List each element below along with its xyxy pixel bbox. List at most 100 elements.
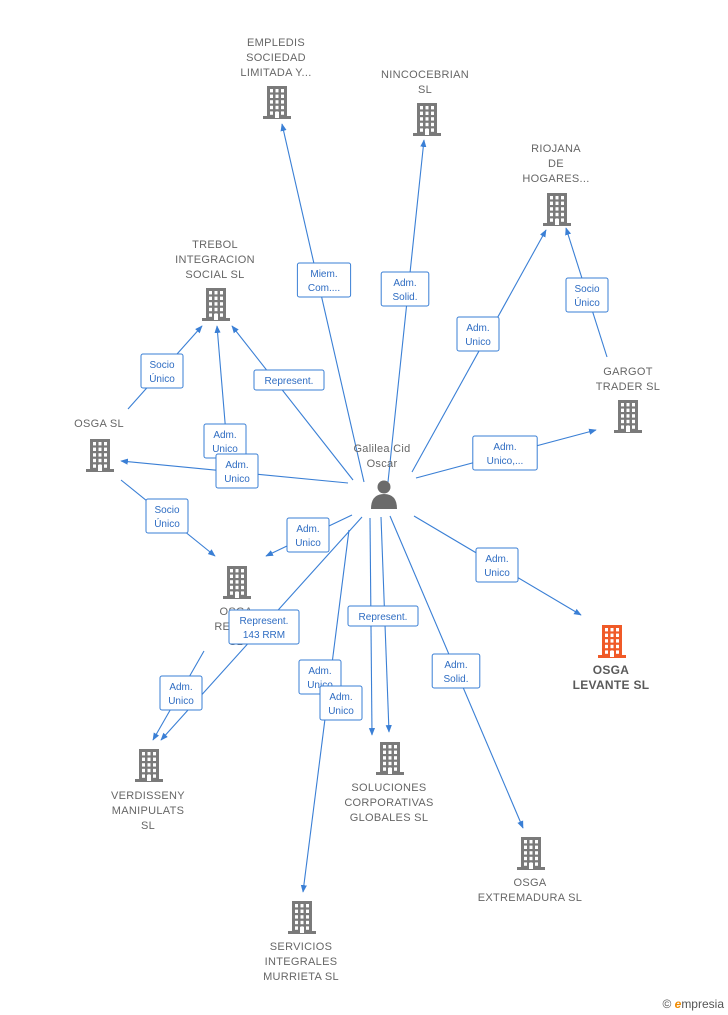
edge-label-text: Unico [328, 706, 354, 717]
company-label: RIOJANA [531, 143, 581, 155]
company-label: MANIPULATS [112, 805, 184, 817]
company-label: SOCIEDAD [246, 52, 306, 64]
edge-label[interactable]: Represent.143 RRM [228, 609, 300, 645]
edge-label-box [431, 653, 481, 689]
edge-label-box [565, 277, 609, 313]
edge-label[interactable]: Adm. Unico [319, 685, 363, 721]
edge-label-text: Único [574, 296, 600, 309]
company-label: VERDISSENY [111, 790, 185, 802]
edge-label-text: Unico [465, 337, 491, 348]
edge-label-text: Único [154, 517, 180, 530]
person-label: Galilea Cid [353, 443, 410, 455]
company-label: NINCOCEBRIAN [381, 69, 469, 81]
brand-initial: e [674, 997, 682, 1011]
edge-label-box [296, 262, 352, 298]
company-label: TREBOL [192, 239, 238, 251]
building-icon [413, 103, 441, 136]
edge-label-box [475, 547, 519, 583]
edge-label-text: Adm. [393, 278, 416, 289]
edge-label-text: Adm. [213, 430, 236, 441]
company-node-riojana[interactable]: RIOJANA DE HOGARES... [522, 143, 589, 226]
edge-label-text: Adm. [444, 660, 467, 671]
building-icon [614, 400, 642, 433]
edge-label-text: Unico [168, 696, 194, 707]
building-icon [517, 837, 545, 870]
person-label: Oscar [367, 458, 398, 470]
company-label: SOCIAL SL [185, 269, 244, 281]
edge-label[interactable]: Represent. [253, 369, 325, 391]
company-label: SOLUCIONES [351, 782, 426, 794]
edge-label-text: Unico [212, 444, 238, 455]
company-label: GARGOT [603, 366, 652, 378]
building-icon [543, 193, 571, 226]
edge-label-text: Unico [307, 680, 333, 691]
edge-label-text: Solid. [443, 674, 468, 685]
edge-label-text: Adm. [485, 554, 508, 565]
edge-label[interactable]: Adm. Unico [456, 316, 500, 352]
edge-label-box [380, 271, 430, 307]
edge-labels-layer: Miem.Com....Adm.Solid.Adm.UnicoSocioÚnic… [140, 262, 609, 721]
edge-label[interactable]: Miem. Com.... [296, 262, 352, 298]
edge-label[interactable]: Adm. Unico [203, 423, 247, 459]
building-icon [263, 86, 291, 119]
company-label: INTEGRALES [265, 956, 338, 968]
company-label: DE [548, 158, 564, 170]
edge-label[interactable]: Represent. [347, 605, 419, 627]
edge-label-text: Adm. [308, 666, 331, 677]
edge-label[interactable]: Adm.Unico [286, 517, 330, 553]
edge-label-text: Represent. [359, 612, 408, 623]
edge-label-text: Adm. [466, 323, 489, 334]
edge-label[interactable]: Adm. Unico [475, 547, 519, 583]
watermark: © empresia [662, 997, 724, 1011]
edge-label-box [215, 453, 259, 489]
brand-name: mpresia [681, 997, 724, 1011]
company-label: LEVANTE SL [573, 678, 650, 692]
edge-label-box [472, 435, 538, 471]
edge-label[interactable]: Adm.Unico,... [472, 435, 538, 471]
edge-galilea-to-empledis [280, 123, 365, 483]
edge-label[interactable]: Adm.Unico [215, 453, 259, 489]
edge-label-text: Socio [149, 360, 174, 371]
copyright-symbol: © [662, 997, 672, 1011]
edge-label-text: Unico [484, 568, 510, 579]
company-label: OSGA [514, 877, 547, 889]
building-icon [202, 288, 230, 321]
edge-label-text: Adm. [225, 460, 248, 471]
company-label: EMPLEDIS [247, 37, 305, 49]
edge-label-box [319, 685, 363, 721]
edge-label-text: 143 RRM [243, 630, 285, 641]
edge-label[interactable]: Adm. Solid. [431, 653, 481, 689]
edge-label-text: Socio [154, 505, 179, 516]
edge-label-text: Com.... [308, 283, 340, 294]
building-icon [223, 566, 251, 599]
company-node-osga-sl[interactable]: OSGA SL [74, 418, 124, 472]
edge-label[interactable]: Adm.Solid. [380, 271, 430, 307]
company-node-servicios[interactable]: SERVICIOS INTEGRALES MURRIETA SL [263, 901, 339, 983]
company-label: SERVICIOS [270, 941, 332, 953]
edge-label-text: Miem. [310, 269, 337, 280]
company-label: HOGARES... [522, 173, 589, 185]
edge-label[interactable]: Adm.Unico [159, 675, 203, 711]
building-icon [135, 749, 163, 782]
company-label: OSGA SL [74, 418, 124, 430]
edge-label-box [253, 369, 325, 391]
edge-label-text: Adm. [493, 442, 516, 453]
company-label: MURRIETA SL [263, 971, 339, 983]
edge-label-text: Adm. [329, 692, 352, 703]
edge-label-box [140, 353, 184, 389]
edge-label-box [145, 498, 189, 534]
